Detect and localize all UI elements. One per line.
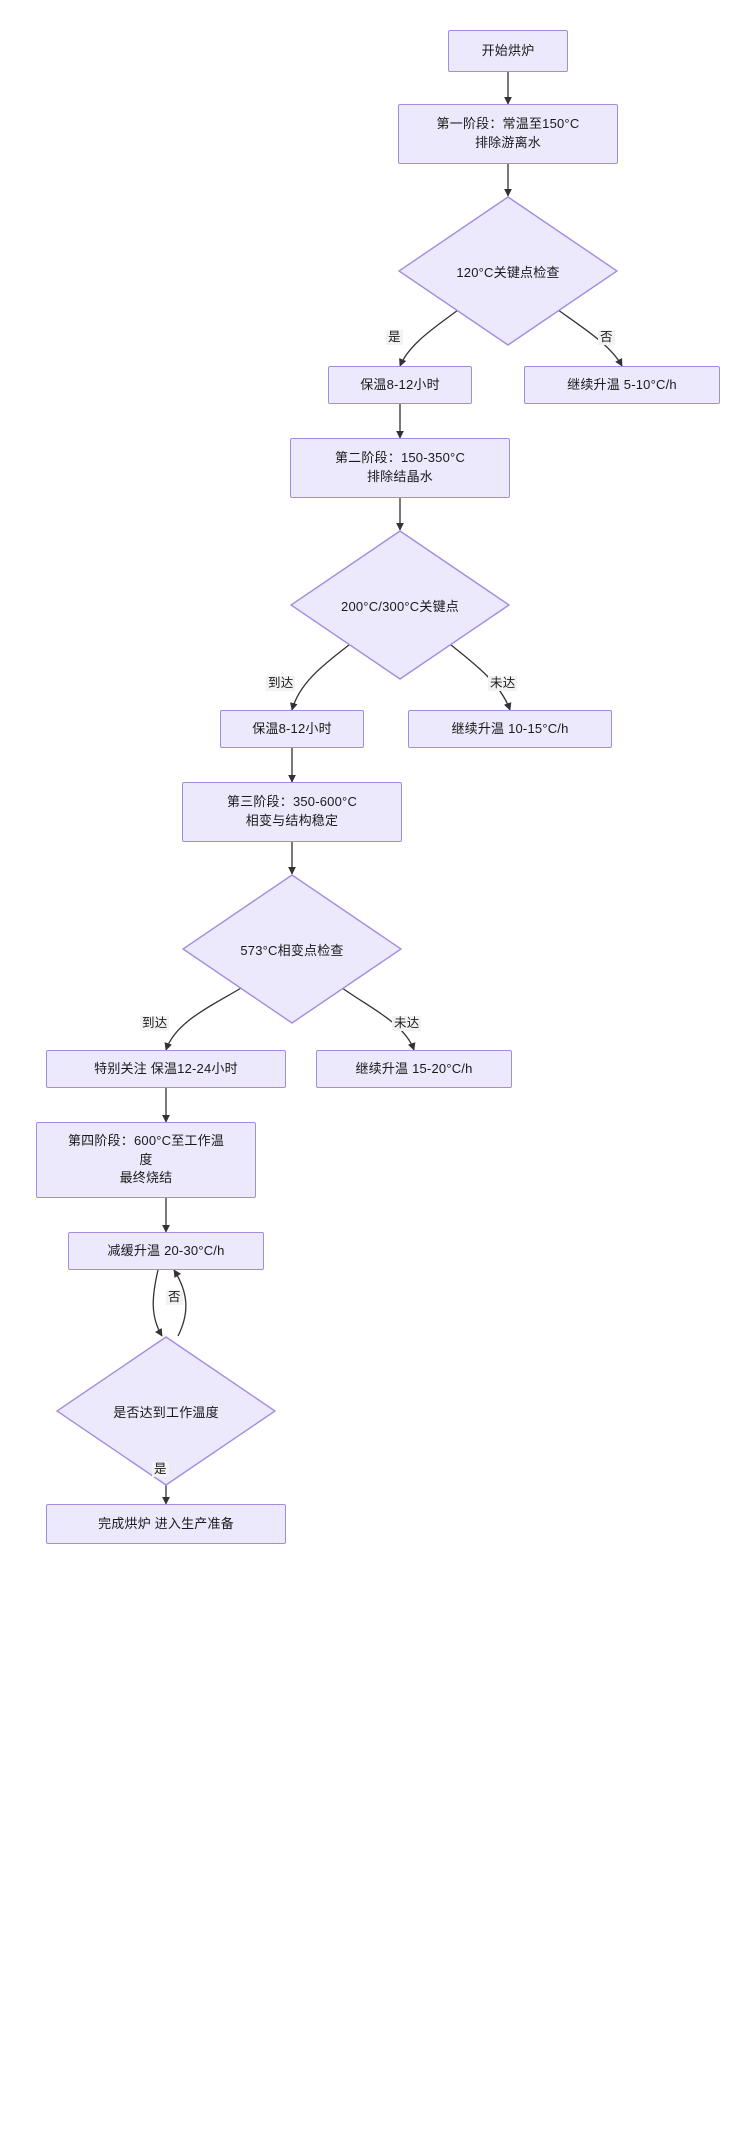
node-start-label: 开始烘炉	[481, 42, 535, 58]
node-hold1[interactable]: 保温8-12小时	[328, 366, 472, 404]
node-stage2-label: 第二阶段：150-350°C 排除结晶水	[334, 450, 466, 484]
node-raise2[interactable]: 继续升温 10-15°C/h	[408, 710, 612, 748]
diamond-shape	[290, 530, 510, 680]
edge-label-checkwork-no: 否	[166, 1290, 183, 1305]
node-checkwork[interactable]: 是否达到工作温度	[56, 1336, 276, 1486]
node-check120-label: 120°C关键点检查	[456, 264, 560, 280]
node-stage1-label: 第一阶段：常温至150°C 排除游离水	[436, 116, 580, 150]
node-raise1-label: 继续升温 5-10°C/h	[567, 376, 677, 392]
node-hold1-label: 保温8-12小时	[360, 376, 440, 392]
node-check120[interactable]: 120°C关键点检查	[398, 196, 618, 346]
node-stage3-label: 第三阶段：350-600°C 相变与结构稳定	[226, 794, 358, 828]
node-slowraise[interactable]: 减缓升温 20-30°C/h	[68, 1232, 264, 1270]
edge-label-check120-no: 否	[598, 330, 615, 345]
node-finish[interactable]: 完成烘炉 进入生产准备	[46, 1504, 286, 1544]
node-hold3[interactable]: 特别关注 保温12-24小时	[46, 1050, 286, 1088]
node-checkwork-label: 是否达到工作温度	[113, 1404, 219, 1420]
node-check573-label: 573°C相变点检查	[240, 942, 344, 958]
edge-label-check200-not-arrived: 未达	[488, 676, 518, 691]
node-hold2-label: 保温8-12小时	[252, 720, 332, 736]
node-raise3[interactable]: 继续升温 15-20°C/h	[316, 1050, 512, 1088]
node-raise1[interactable]: 继续升温 5-10°C/h	[524, 366, 720, 404]
edge-label-check120-yes: 是	[386, 330, 403, 345]
node-raise2-label: 继续升温 10-15°C/h	[451, 720, 569, 736]
diamond-shape	[398, 196, 618, 346]
node-finish-label: 完成烘炉 进入生产准备	[98, 1515, 234, 1531]
node-stage4[interactable]: 第四阶段：600°C至工作温 度 最终烧结	[36, 1122, 256, 1198]
edge-label-checkwork-yes: 是	[152, 1462, 169, 1477]
node-check200[interactable]: 200°C/300°C关键点	[290, 530, 510, 680]
edge-label-check573-not-arrived: 未达	[392, 1016, 422, 1031]
edge-slowraise-checkwork	[152, 1269, 163, 1337]
node-stage1[interactable]: 第一阶段：常温至150°C 排除游离水	[398, 104, 618, 164]
node-hold3-label: 特别关注 保温12-24小时	[94, 1060, 238, 1076]
node-check200-label: 200°C/300°C关键点	[341, 598, 459, 614]
edge-label-check573-arrived: 到达	[140, 1016, 170, 1031]
node-stage2[interactable]: 第二阶段：150-350°C 排除结晶水	[290, 438, 510, 498]
node-check573[interactable]: 573°C相变点检查	[182, 874, 402, 1024]
node-stage4-label: 第四阶段：600°C至工作温 度 最终烧结	[67, 1132, 225, 1186]
node-stage3[interactable]: 第三阶段：350-600°C 相变与结构稳定	[182, 782, 402, 842]
node-raise3-label: 继续升温 15-20°C/h	[355, 1060, 473, 1076]
node-start[interactable]: 开始烘炉	[448, 30, 568, 72]
diamond-shape	[56, 1336, 276, 1486]
node-hold2[interactable]: 保温8-12小时	[220, 710, 364, 748]
edge-label-check200-arrived: 到达	[266, 676, 296, 691]
node-slowraise-label: 减缓升温 20-30°C/h	[107, 1242, 225, 1258]
diamond-shape	[182, 874, 402, 1024]
